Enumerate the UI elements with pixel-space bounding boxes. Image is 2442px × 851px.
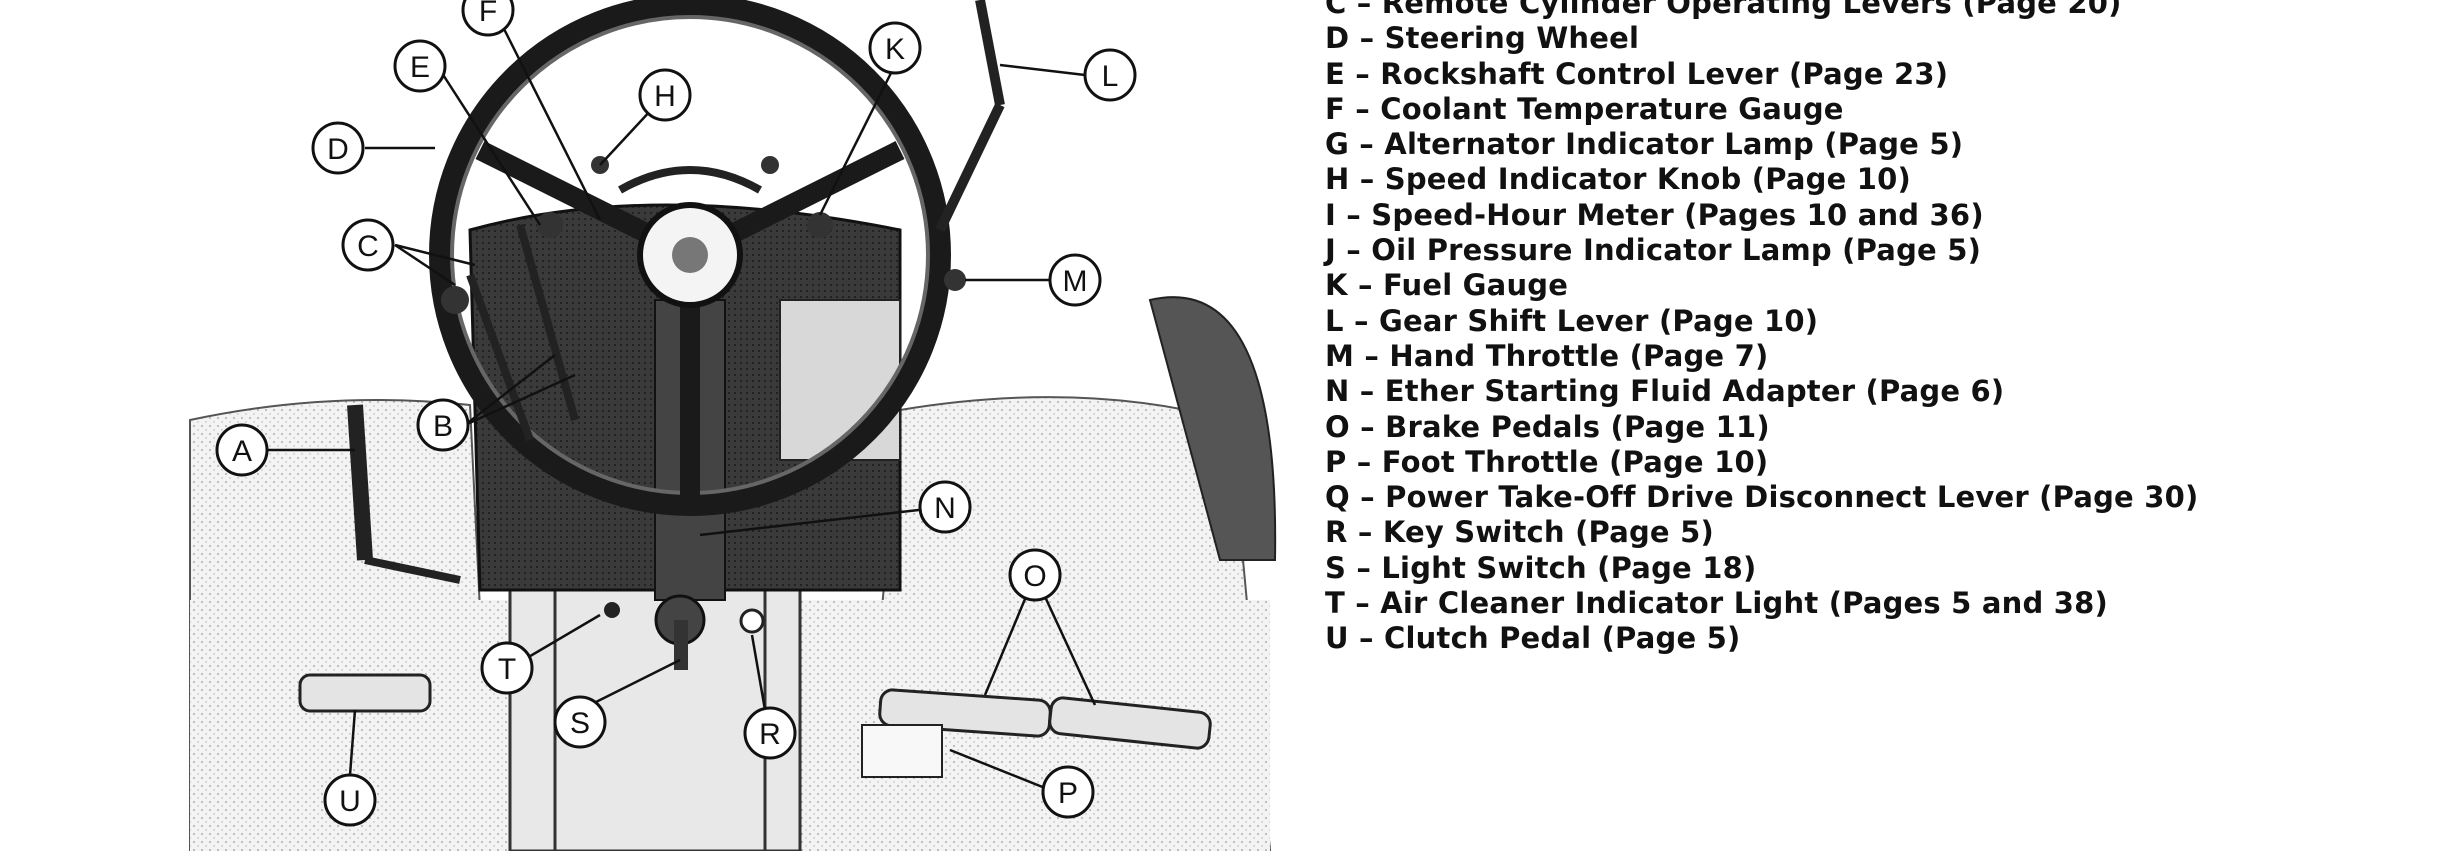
legend-item-p: P – Foot Throttle (Page 10)	[1325, 444, 1769, 479]
parts-legend: C – Remote Cylinder Operating Levers (Pa…	[1325, 0, 2198, 657]
legend-item-i: I – Speed-Hour Meter (Pages 10 and 36)	[1325, 197, 1984, 232]
svg-text:N: N	[934, 492, 956, 525]
callout-d: D	[311, 121, 365, 175]
callout-l: L	[1083, 48, 1137, 102]
callout-r: R	[743, 706, 797, 760]
legend-item-q: Q – Power Take-Off Drive Disconnect Leve…	[1325, 480, 2199, 515]
legend-item-r: R – Key Switch (Page 5)	[1325, 515, 1714, 550]
svg-text:O: O	[1023, 560, 1046, 593]
callout-c: C	[341, 218, 395, 272]
svg-text:E: E	[410, 51, 430, 84]
svg-text:D: D	[327, 133, 349, 166]
callout-s: S	[553, 695, 607, 749]
tractor-operator-station-illustration: A B C D E F H K L M N O P R S T U	[189, 0, 1277, 851]
svg-text:R: R	[759, 718, 781, 751]
callout-k: K	[868, 21, 922, 75]
legend-item-k: K – Fuel Gauge	[1325, 268, 1569, 303]
legend-item-g: G – Alternator Indicator Lamp (Page 5)	[1325, 127, 1964, 162]
svg-text:L: L	[1102, 60, 1119, 93]
legend-item-t: T – Air Cleaner Indicator Light (Pages 5…	[1325, 586, 2108, 621]
legend-item-e: E – Rockshaft Control Lever (Page 23)	[1325, 56, 1949, 91]
legend-item-l: L – Gear Shift Lever (Page 10)	[1325, 303, 1819, 338]
callout-u: U	[323, 773, 377, 827]
svg-text:T: T	[498, 653, 516, 686]
legend-item-h: H – Speed Indicator Knob (Page 10)	[1325, 162, 1912, 197]
callout-t: T	[480, 641, 534, 695]
callout-labels: A B C D E F H K L M N O P R S T U	[215, 0, 1137, 827]
callout-n: N	[918, 480, 972, 534]
svg-text:P: P	[1058, 777, 1078, 810]
svg-text:B: B	[433, 410, 453, 443]
svg-text:S: S	[570, 707, 590, 740]
callout-m: M	[1048, 253, 1102, 307]
legend-item-n: N – Ether Starting Fluid Adapter (Page 6…	[1325, 374, 2005, 409]
callout-h: H	[638, 68, 692, 122]
callout-f: F	[461, 0, 515, 37]
callout-b: B	[416, 398, 470, 452]
legend-item-m: M – Hand Throttle (Page 7)	[1325, 338, 1769, 373]
svg-text:A: A	[232, 435, 252, 468]
legend-item-d: D – Steering Wheel	[1325, 21, 1640, 56]
legend-item-c: C – Remote Cylinder Operating Levers (Pa…	[1325, 0, 2122, 20]
svg-text:C: C	[357, 230, 379, 263]
callout-e: E	[393, 39, 447, 93]
callout-p: P	[1041, 765, 1095, 819]
legend-item-o: O – Brake Pedals (Page 11)	[1325, 409, 1770, 444]
callout-o: O	[1008, 548, 1062, 602]
svg-text:K: K	[885, 33, 905, 66]
legend-item-u: U – Clutch Pedal (Page 5)	[1325, 621, 1741, 656]
callout-a: A	[215, 423, 269, 477]
svg-text:F: F	[479, 0, 497, 28]
legend-item-j: J – Oil Pressure Indicator Lamp (Page 5)	[1325, 233, 1982, 268]
legend-item-f: F – Coolant Temperature Gauge	[1325, 91, 1844, 126]
svg-text:M: M	[1063, 265, 1088, 298]
svg-text:H: H	[654, 80, 676, 113]
drawing-background	[189, 0, 1277, 851]
svg-text:U: U	[339, 785, 361, 818]
legend-item-s: S – Light Switch (Page 18)	[1325, 550, 1757, 585]
